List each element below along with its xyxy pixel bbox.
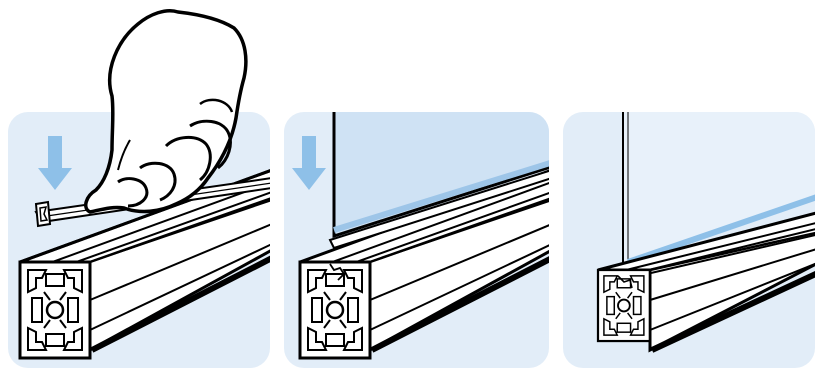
glass-panel bbox=[332, 112, 549, 239]
step-2-panel bbox=[284, 112, 549, 368]
hand-icon bbox=[84, 9, 248, 214]
profile-end-face bbox=[298, 260, 372, 360]
gasket-end bbox=[34, 200, 52, 228]
step-3-panel bbox=[563, 112, 815, 368]
profile-end-face bbox=[18, 260, 92, 360]
profile-end-face bbox=[596, 268, 651, 343]
glass-panel bbox=[623, 112, 815, 270]
gasket-strip bbox=[328, 168, 549, 250]
